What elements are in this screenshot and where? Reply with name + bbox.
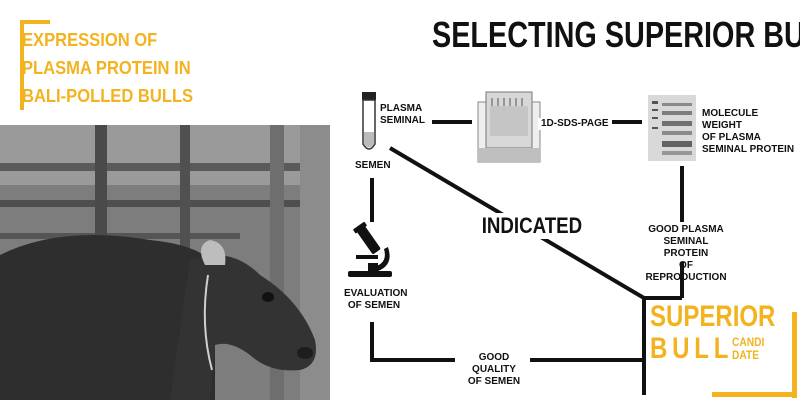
gel-band-icon [648, 95, 696, 161]
left-title-line1: EXPRESSION OF [22, 30, 158, 50]
main-title: SELECTING SUPERIOR BULL [432, 14, 800, 55]
corner-accent-br-horizontal [712, 392, 797, 397]
corner-accent-br-vertical [792, 312, 797, 398]
indicated-label: INDICATED [480, 213, 584, 239]
superior-text: SUPERIOR [650, 300, 776, 333]
test-tube-icon [362, 92, 376, 150]
sds-page-label: 1D-SDS-PAGE [538, 118, 612, 130]
plasma-seminal-label: PLASMA SEMINAL [380, 103, 425, 126]
electrophoresis-tank-icon [477, 91, 541, 163]
left-title-line3: BALI-POLLED BULLS [22, 86, 194, 106]
corner-accent-vertical [20, 20, 24, 110]
evaluation-label: EVALUATION OF SEMEN [344, 288, 408, 311]
molecule-weight-label: MOLECULE WEIGHT OF PLASMA SEMINAL PROTEI… [702, 108, 795, 155]
candidate-text: CANDI DATE [732, 335, 765, 362]
semen-label: SEMEN [355, 160, 391, 171]
microscope-icon [348, 221, 392, 277]
corner-accent-horizontal [20, 20, 50, 24]
bull-text: BULL [650, 332, 734, 365]
good-plasma-label: GOOD PLASMA SEMINAL PROTEIN OF REPRODUCT… [645, 224, 727, 283]
left-title-line2: PLASMA PROTEIN IN [22, 58, 191, 78]
bull-photo [0, 125, 330, 400]
left-title: EXPRESSION OF PLASMA PROTEIN IN BALI-POL… [22, 26, 261, 110]
connector-evaluation-to-goodquality [370, 322, 455, 362]
good-quality-label: GOOD QUALITY OF SEMEN [467, 352, 521, 387]
